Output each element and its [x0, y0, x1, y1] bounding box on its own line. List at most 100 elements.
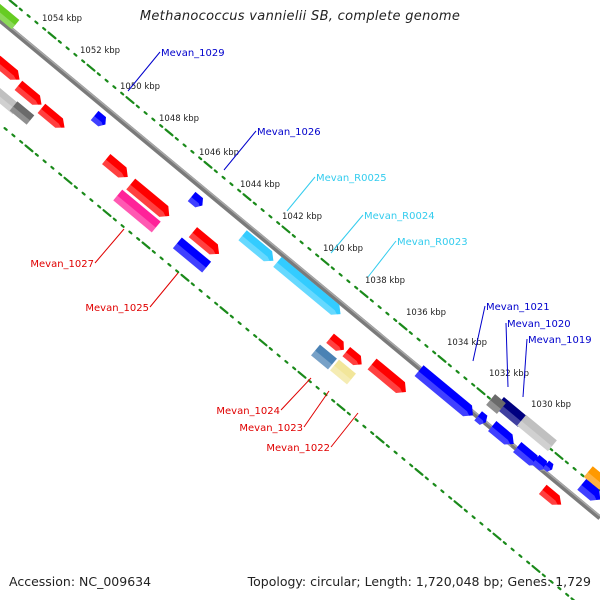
gene-feature — [126, 178, 170, 219]
minor-tick — [557, 586, 562, 591]
ruler-label: 1046 kbp — [199, 148, 239, 158]
gene-feature — [577, 478, 600, 503]
gene-feature-body — [486, 394, 506, 414]
minor-tick — [564, 460, 569, 465]
minor-tick — [190, 282, 195, 287]
ruler-label: 1040 kbp — [323, 244, 363, 254]
minor-tick — [128, 230, 133, 235]
minor-tick — [120, 91, 125, 96]
gene-feature-body — [102, 154, 128, 178]
major-tick — [570, 597, 576, 600]
gene-feature-mevan-1023-shade — [330, 365, 352, 385]
callout-mevan-r0024-leader — [330, 214, 364, 254]
minor-tick — [213, 169, 218, 174]
accession-text: Accession: NC_009634 — [9, 574, 152, 589]
minor-tick — [190, 149, 195, 154]
gene-feature — [326, 333, 344, 353]
minor-tick — [34, 152, 39, 157]
minor-tick — [268, 346, 273, 351]
minor-tick — [463, 508, 468, 513]
gene-feature — [488, 421, 514, 447]
gene-feature-shade — [326, 338, 342, 353]
minor-tick — [206, 295, 211, 300]
gene-feature-mevan-1025-body — [172, 237, 212, 273]
minor-tick — [221, 175, 226, 180]
gene-feature-shade — [531, 459, 545, 472]
minor-tick — [229, 314, 234, 319]
callout-mevan-1026-leader — [223, 130, 257, 171]
gene-feature-mevan-1029 — [90, 110, 106, 128]
callout-mevan-r0023-leader — [367, 240, 397, 278]
callout-mevan-1020-leader — [505, 322, 509, 388]
minor-tick — [182, 143, 187, 148]
major-tick — [453, 500, 463, 509]
minor-tick — [151, 249, 156, 254]
ruler-label: 1044 kbp — [240, 180, 280, 190]
gene-feature-mevan-1025-shade — [172, 243, 207, 273]
callout-mevan-1026-label: Mevan_1026 — [257, 127, 321, 138]
minor-tick — [354, 285, 359, 290]
major-tick — [554, 451, 564, 460]
minor-tick — [112, 217, 117, 222]
gene-feature — [474, 411, 488, 425]
gene-feature-shade — [0, 60, 18, 83]
ruler-label: 1036 kbp — [406, 308, 446, 318]
gene-feature-body — [188, 227, 220, 255]
minor-tick — [541, 573, 546, 578]
gene-feature-body — [0, 55, 20, 80]
major-tick — [476, 387, 486, 396]
gene-feature-mevan-1019 — [517, 414, 557, 452]
minor-tick — [377, 305, 382, 310]
gene-feature-mevan-1027 — [113, 189, 161, 233]
minor-tick — [346, 411, 351, 416]
minor-tick — [135, 104, 140, 109]
callout-mevan-r0025-label: Mevan_R0025 — [316, 173, 387, 184]
major-tick — [398, 322, 408, 331]
minor-tick — [50, 165, 55, 170]
callout-mevan-1023-label: Mevan_1023 — [239, 423, 303, 434]
minor-tick — [26, 14, 31, 18]
gene-feature-mevan-1025 — [172, 237, 212, 273]
minor-tick — [315, 253, 320, 258]
minor-tick — [385, 311, 390, 316]
minor-tick — [580, 473, 585, 478]
minor-tick — [143, 111, 148, 115]
callout-mevan-1025-leader — [149, 272, 179, 308]
gene-feature — [486, 394, 506, 414]
minor-tick — [565, 592, 570, 597]
minor-tick — [151, 117, 156, 122]
minor-tick — [3, 127, 8, 131]
inner-tick-ruler — [3, 127, 576, 600]
gene-feature-mevan-1020-shade — [494, 402, 523, 427]
rna-feature-mevan-r0025 — [238, 230, 274, 264]
minor-tick — [42, 26, 47, 31]
minor-tick — [572, 466, 577, 471]
gene-feature-mevan-1029-shade — [90, 115, 104, 128]
minor-tick — [432, 482, 437, 487]
minor-tick — [58, 172, 63, 177]
gene-feature-body — [538, 484, 562, 505]
minor-tick — [11, 133, 16, 138]
callout-mevan-1022-leader — [330, 412, 359, 448]
gene-feature-body — [577, 478, 600, 501]
minor-tick — [362, 424, 367, 429]
minor-tick — [401, 456, 406, 461]
minor-tick — [479, 521, 484, 526]
minor-tick — [73, 185, 78, 190]
major-tick — [102, 209, 112, 218]
callout-mevan-1021-label: Mevan_1021 — [486, 302, 550, 313]
callout-mevan-r0025-leader — [286, 176, 316, 212]
major-tick — [531, 564, 541, 573]
minor-tick — [330, 266, 335, 271]
minor-tick — [237, 321, 242, 325]
callout-mevan-1024-leader — [280, 377, 312, 411]
minor-tick — [369, 298, 374, 303]
gene-feature-mevan-1024 — [311, 344, 337, 370]
minor-tick — [89, 198, 94, 203]
ruler-label: 1048 kbp — [159, 114, 199, 124]
gene-feature-shade — [37, 108, 63, 131]
major-tick — [414, 467, 424, 476]
gene-callouts: Mevan_1029Mevan_1026Mevan_1021Mevan_1020… — [30, 48, 591, 454]
minor-tick — [65, 46, 70, 51]
